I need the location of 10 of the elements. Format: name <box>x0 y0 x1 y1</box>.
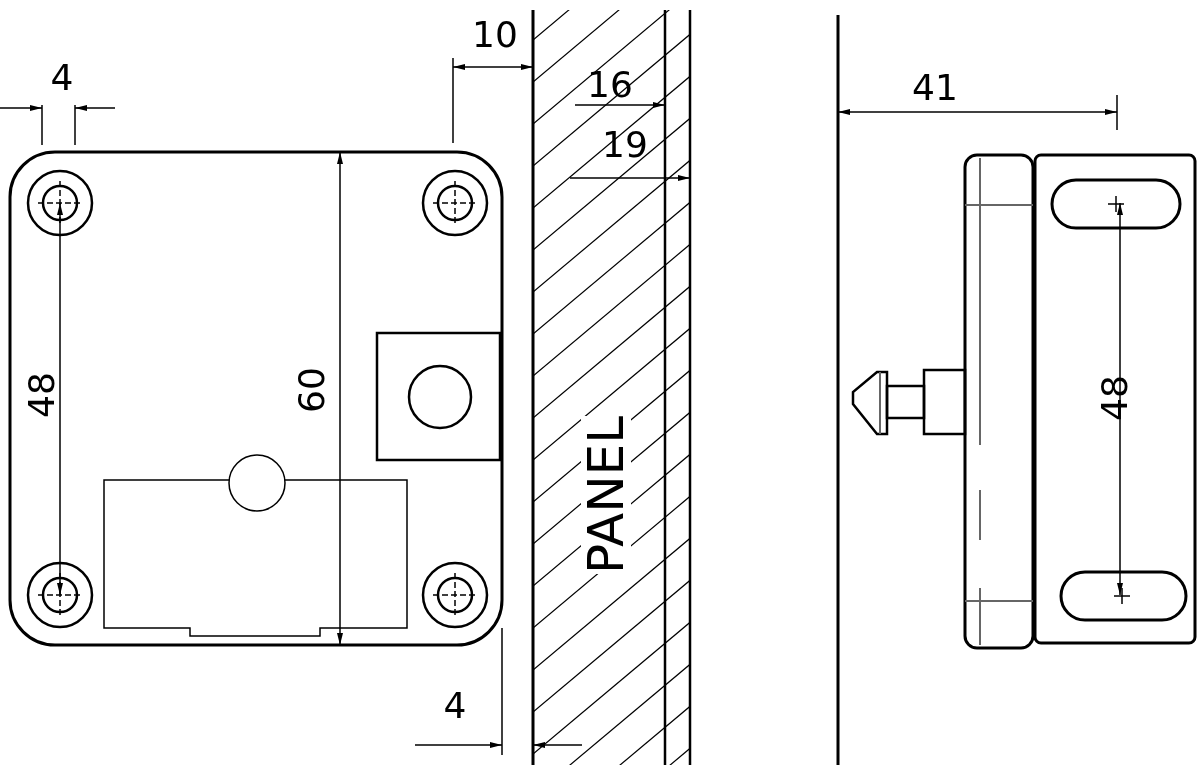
dimension-label: 48 <box>24 372 60 418</box>
dimension-label: 48 <box>1097 375 1133 421</box>
dimension-label: 41 <box>912 70 958 106</box>
dimension-label: 60 <box>294 367 330 413</box>
dimension-label: 4 <box>443 688 467 724</box>
dimension-label: 19 <box>602 127 648 163</box>
panel-label: PANEL <box>581 416 631 574</box>
dimension-label: 10 <box>472 17 518 53</box>
dimension-label: 16 <box>587 67 633 103</box>
dimension-label: 4 <box>50 60 74 96</box>
